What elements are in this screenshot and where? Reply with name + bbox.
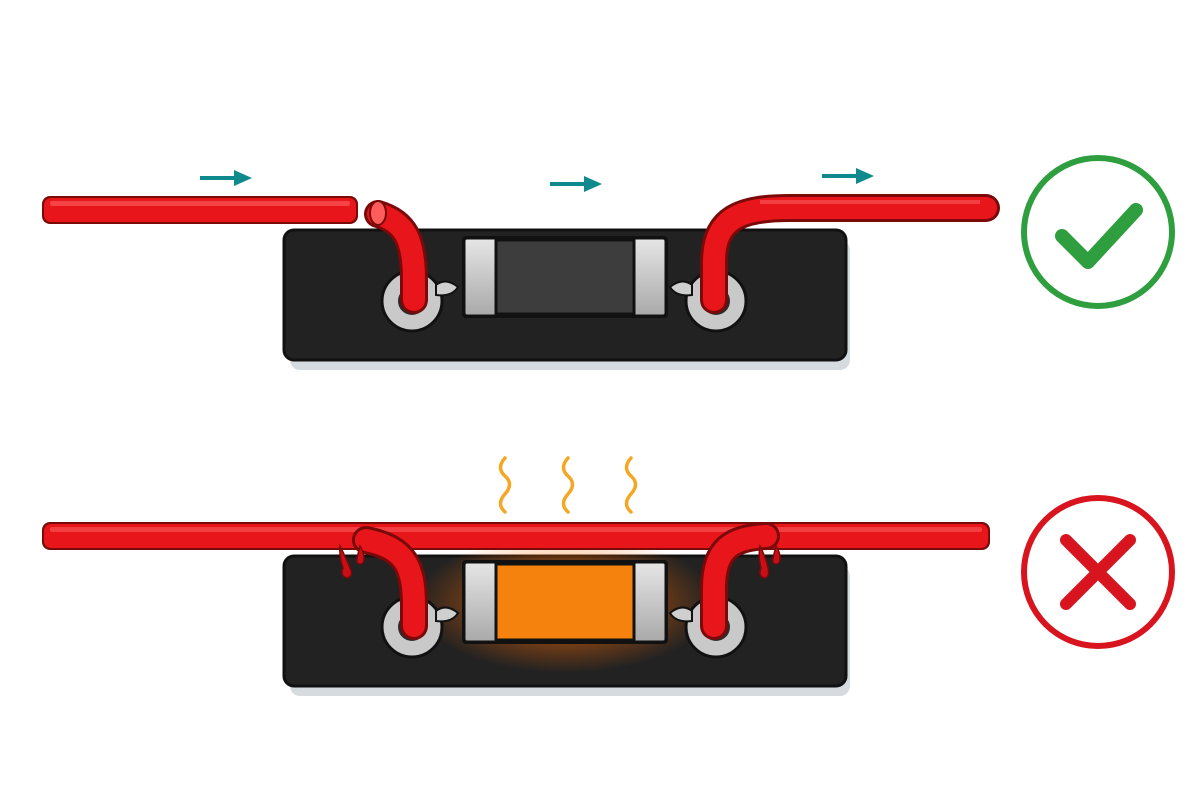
heat-waves <box>498 456 638 514</box>
wire-right-lead <box>700 522 780 640</box>
fuse-component <box>462 236 668 318</box>
melted-solder-drip-left <box>339 543 365 579</box>
wire-left-segment <box>42 196 358 224</box>
current-arrow-2 <box>550 176 602 192</box>
fuse-component-overheating <box>462 560 668 644</box>
wire-left-lead <box>352 526 428 640</box>
verdict-correct <box>1021 155 1175 309</box>
heat-wave <box>561 456 575 514</box>
wire-bridge <box>42 522 990 550</box>
check-icon <box>1055 203 1143 269</box>
wire-left-lead <box>364 200 428 314</box>
melted-solder-drip-right <box>758 543 781 579</box>
wire-right-lead <box>700 194 1000 314</box>
cross-icon <box>1060 534 1136 610</box>
panel-correct <box>42 155 1175 370</box>
heat-wave <box>498 456 512 514</box>
heat-wave <box>624 456 638 514</box>
current-arrow-3 <box>822 168 874 184</box>
panel-incorrect <box>42 456 1175 696</box>
verdict-incorrect <box>1021 495 1175 649</box>
current-arrow-1 <box>200 170 252 186</box>
